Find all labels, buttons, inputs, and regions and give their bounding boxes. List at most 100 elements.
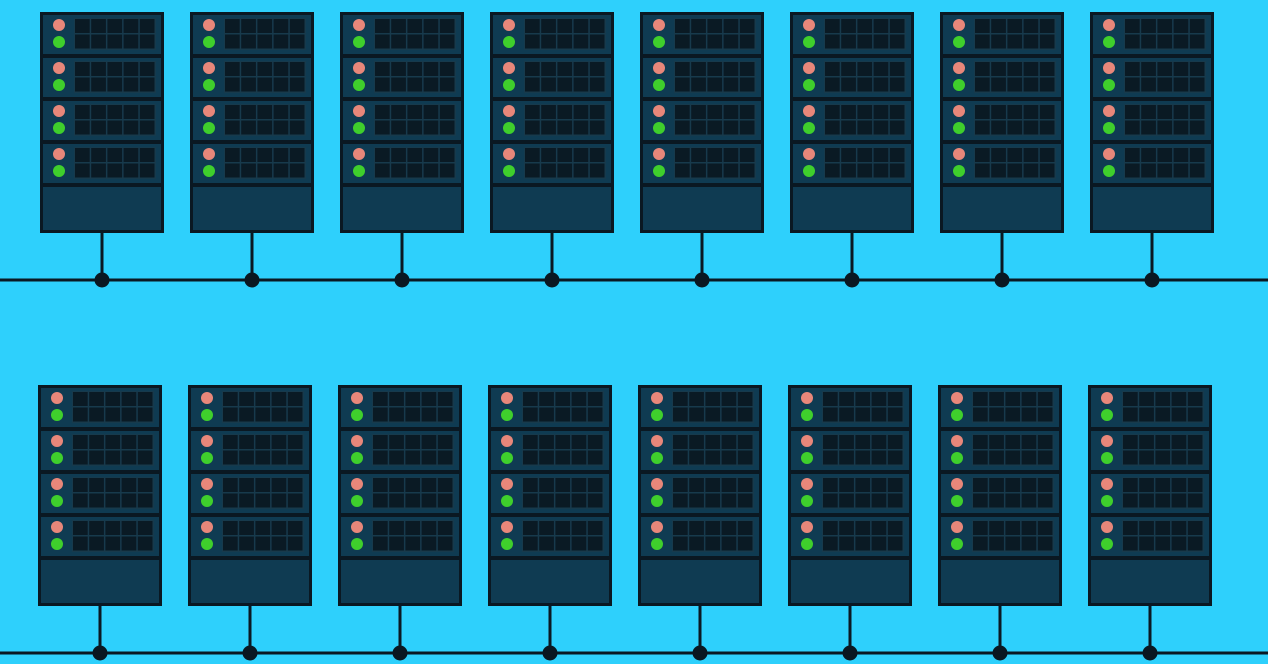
- drive-bay: [707, 105, 723, 119]
- drive-bay: [287, 536, 303, 551]
- status-led-red-icon: [953, 105, 965, 117]
- drive-bay: [991, 105, 1006, 119]
- drive-bay: [1139, 392, 1154, 406]
- drive-bay: [241, 120, 256, 135]
- status-led-red-icon: [651, 521, 663, 533]
- drive-bay: [825, 105, 840, 119]
- drive-bay: [439, 148, 455, 162]
- drive-bay: [421, 536, 437, 551]
- status-led-red-icon: [201, 392, 213, 404]
- network-node-icon: [242, 645, 258, 661]
- drive-bay: [723, 120, 739, 135]
- status-led-green-icon: [653, 165, 665, 177]
- drive-bay: [123, 163, 139, 178]
- drive-bay: [571, 407, 587, 422]
- drive-bay: [273, 120, 289, 135]
- drive-bay: [421, 392, 437, 406]
- drive-bay: [289, 77, 305, 92]
- drive-bay: [91, 105, 106, 119]
- server-unit: [791, 517, 909, 556]
- drive-bay: [691, 120, 706, 135]
- network-node-icon: [244, 272, 260, 288]
- drive-bay: [721, 392, 737, 406]
- drive-bay: [225, 19, 240, 33]
- drive-bay: [557, 62, 573, 76]
- drive-bay: [1023, 163, 1039, 178]
- drive-bay: [121, 450, 137, 465]
- drive-bay: [539, 536, 554, 551]
- drive-bay: [523, 493, 538, 508]
- drive-bay: [225, 163, 240, 178]
- drive-bay: [539, 435, 554, 449]
- drive-bay: [139, 120, 155, 135]
- drive-bay: [973, 493, 988, 508]
- drive-bay: [439, 120, 455, 135]
- drive-bay: [73, 478, 88, 492]
- status-led-red-icon: [51, 392, 63, 404]
- drive-bay: [689, 478, 704, 492]
- drive-bay: [437, 478, 453, 492]
- drive-bay: [989, 392, 1004, 406]
- drive-bay: [1037, 392, 1053, 406]
- drive-bay: [539, 407, 554, 422]
- drive-bay: [871, 392, 887, 406]
- drive-bay: [1139, 493, 1154, 508]
- drive-bay: [1187, 450, 1203, 465]
- status-led-green-icon: [351, 452, 363, 464]
- server-unit: [943, 144, 1061, 183]
- drive-bay: [689, 450, 704, 465]
- drive-bay: [391, 163, 406, 178]
- drive-bay: [1021, 478, 1037, 492]
- drive-bay: [105, 493, 121, 508]
- drive-bay: [541, 163, 556, 178]
- drive-bay: [1171, 407, 1187, 422]
- drive-bay: [1189, 62, 1205, 76]
- drive-bay: [439, 105, 455, 119]
- server-unit: [793, 101, 911, 140]
- drive-bay: [871, 435, 887, 449]
- status-led-green-icon: [203, 36, 215, 48]
- drive-bay: [737, 435, 753, 449]
- drive-bay: [123, 19, 139, 33]
- drive-bay: [1157, 105, 1173, 119]
- server-unit: [943, 101, 1061, 140]
- drive-bay: [705, 450, 721, 465]
- drive-bay: [857, 163, 873, 178]
- drive-bay: [689, 407, 704, 422]
- drive-bay: [675, 19, 690, 33]
- status-led-red-icon: [53, 62, 65, 74]
- drive-bay: [889, 77, 905, 92]
- status-led-green-icon: [651, 538, 663, 550]
- drive-bay: [1037, 536, 1053, 551]
- drive-bay: [1155, 392, 1171, 406]
- status-led-green-icon: [803, 36, 815, 48]
- drive-bay: [273, 105, 289, 119]
- drive-bay: [73, 493, 88, 508]
- drive-bay: [1171, 450, 1187, 465]
- drive-bay: [887, 536, 903, 551]
- drive-bay: [223, 450, 238, 465]
- drive-bay: [437, 450, 453, 465]
- status-led-green-icon: [1101, 452, 1113, 464]
- network-node-icon: [992, 645, 1008, 661]
- drive-bay: [107, 120, 123, 135]
- drive-bay: [707, 148, 723, 162]
- drive-bay: [137, 435, 153, 449]
- drive-bay: [421, 521, 437, 535]
- drive-bay: [705, 392, 721, 406]
- drive-bay: [841, 19, 856, 33]
- drive-bay: [439, 163, 455, 178]
- drive-bay: [825, 77, 840, 92]
- drive-bay: [823, 435, 838, 449]
- drive-bay: [973, 407, 988, 422]
- rack-base-panel: [1093, 187, 1211, 230]
- drive-bay: [287, 392, 303, 406]
- network-node-icon: [1142, 645, 1158, 661]
- drive-bay: [1007, 62, 1023, 76]
- status-led-green-icon: [503, 122, 515, 134]
- drive-bay: [107, 77, 123, 92]
- drive-bay: [1007, 163, 1023, 178]
- drive-bay: [871, 450, 887, 465]
- drive-bay: [107, 34, 123, 49]
- drive-bay: [107, 62, 123, 76]
